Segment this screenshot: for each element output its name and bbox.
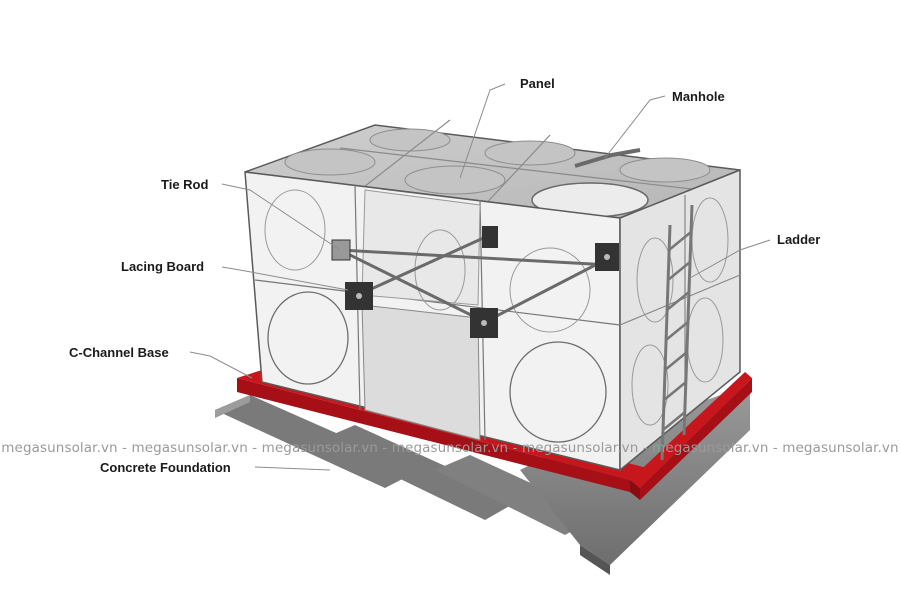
ladder-rail bbox=[660, 224, 672, 461]
front-panel-circle bbox=[509, 247, 591, 333]
tank-body bbox=[244, 119, 741, 472]
label-lacing-board: Lacing Board bbox=[121, 259, 205, 274]
front-panel-circle bbox=[264, 189, 326, 271]
leader-ladder bbox=[689, 239, 771, 279]
roof-panel-circle bbox=[619, 157, 711, 183]
label-tie-rod: Tie Rod bbox=[161, 177, 209, 192]
side-panel-circle bbox=[636, 237, 674, 323]
concrete-beam-1 bbox=[215, 395, 420, 488]
c-channel-front-face bbox=[237, 378, 630, 492]
label-manhole: Manhole bbox=[672, 89, 725, 104]
ladder-rungs bbox=[662, 231, 692, 431]
roof-panel-circle bbox=[484, 140, 576, 166]
c-channel-side-face bbox=[640, 378, 752, 500]
lacing-boards bbox=[331, 226, 619, 338]
concrete-beam-1-top bbox=[215, 395, 250, 418]
bolt bbox=[481, 320, 487, 326]
leader-tie-rod bbox=[221, 183, 341, 251]
side-panel-circle bbox=[631, 344, 669, 426]
watermark-text: megasunsolar.vn - megasunsolar.vn - mega… bbox=[1, 440, 899, 456]
leader-concrete bbox=[254, 466, 331, 471]
tie-rods bbox=[339, 233, 611, 324]
label-concrete-foundation: Concrete Foundation bbox=[100, 460, 231, 475]
front-panel-circle bbox=[267, 291, 349, 385]
leader-lacing-board bbox=[221, 266, 349, 291]
roof-panel-circle bbox=[284, 148, 376, 176]
roof-panel-circle bbox=[404, 165, 506, 195]
leader-manhole bbox=[604, 95, 666, 159]
roof-panel-circle bbox=[369, 128, 451, 152]
concrete-beam-2 bbox=[320, 425, 520, 520]
concrete-beam-end bbox=[580, 545, 610, 575]
label-panel: Panel bbox=[520, 76, 555, 91]
leader-c-channel bbox=[189, 351, 253, 379]
tie-rod bbox=[484, 258, 606, 324]
label-c-channel-base: C-Channel Base bbox=[69, 345, 169, 360]
lacing-board-plate bbox=[482, 226, 498, 248]
tie-rod bbox=[339, 248, 611, 267]
bolt bbox=[604, 254, 610, 260]
leader-panel bbox=[459, 83, 506, 179]
front-panel-circle bbox=[509, 341, 607, 443]
front-seam-horizontal bbox=[254, 279, 621, 326]
roof-seams bbox=[339, 119, 701, 211]
tie-rod bbox=[357, 233, 491, 297]
ladder bbox=[660, 204, 694, 461]
ladder-rail bbox=[682, 204, 694, 436]
bolt bbox=[356, 293, 362, 299]
leader-lines bbox=[189, 83, 771, 471]
tie-rod bbox=[339, 248, 486, 324]
c-channel-side bbox=[630, 372, 752, 488]
manhole-cover bbox=[574, 148, 641, 168]
tank-side-face bbox=[619, 168, 741, 472]
label-ladder: Ladder bbox=[777, 232, 821, 247]
tank-interior bbox=[361, 304, 481, 441]
lacing-board-plate bbox=[331, 239, 351, 261]
c-channel-corner bbox=[630, 480, 640, 500]
